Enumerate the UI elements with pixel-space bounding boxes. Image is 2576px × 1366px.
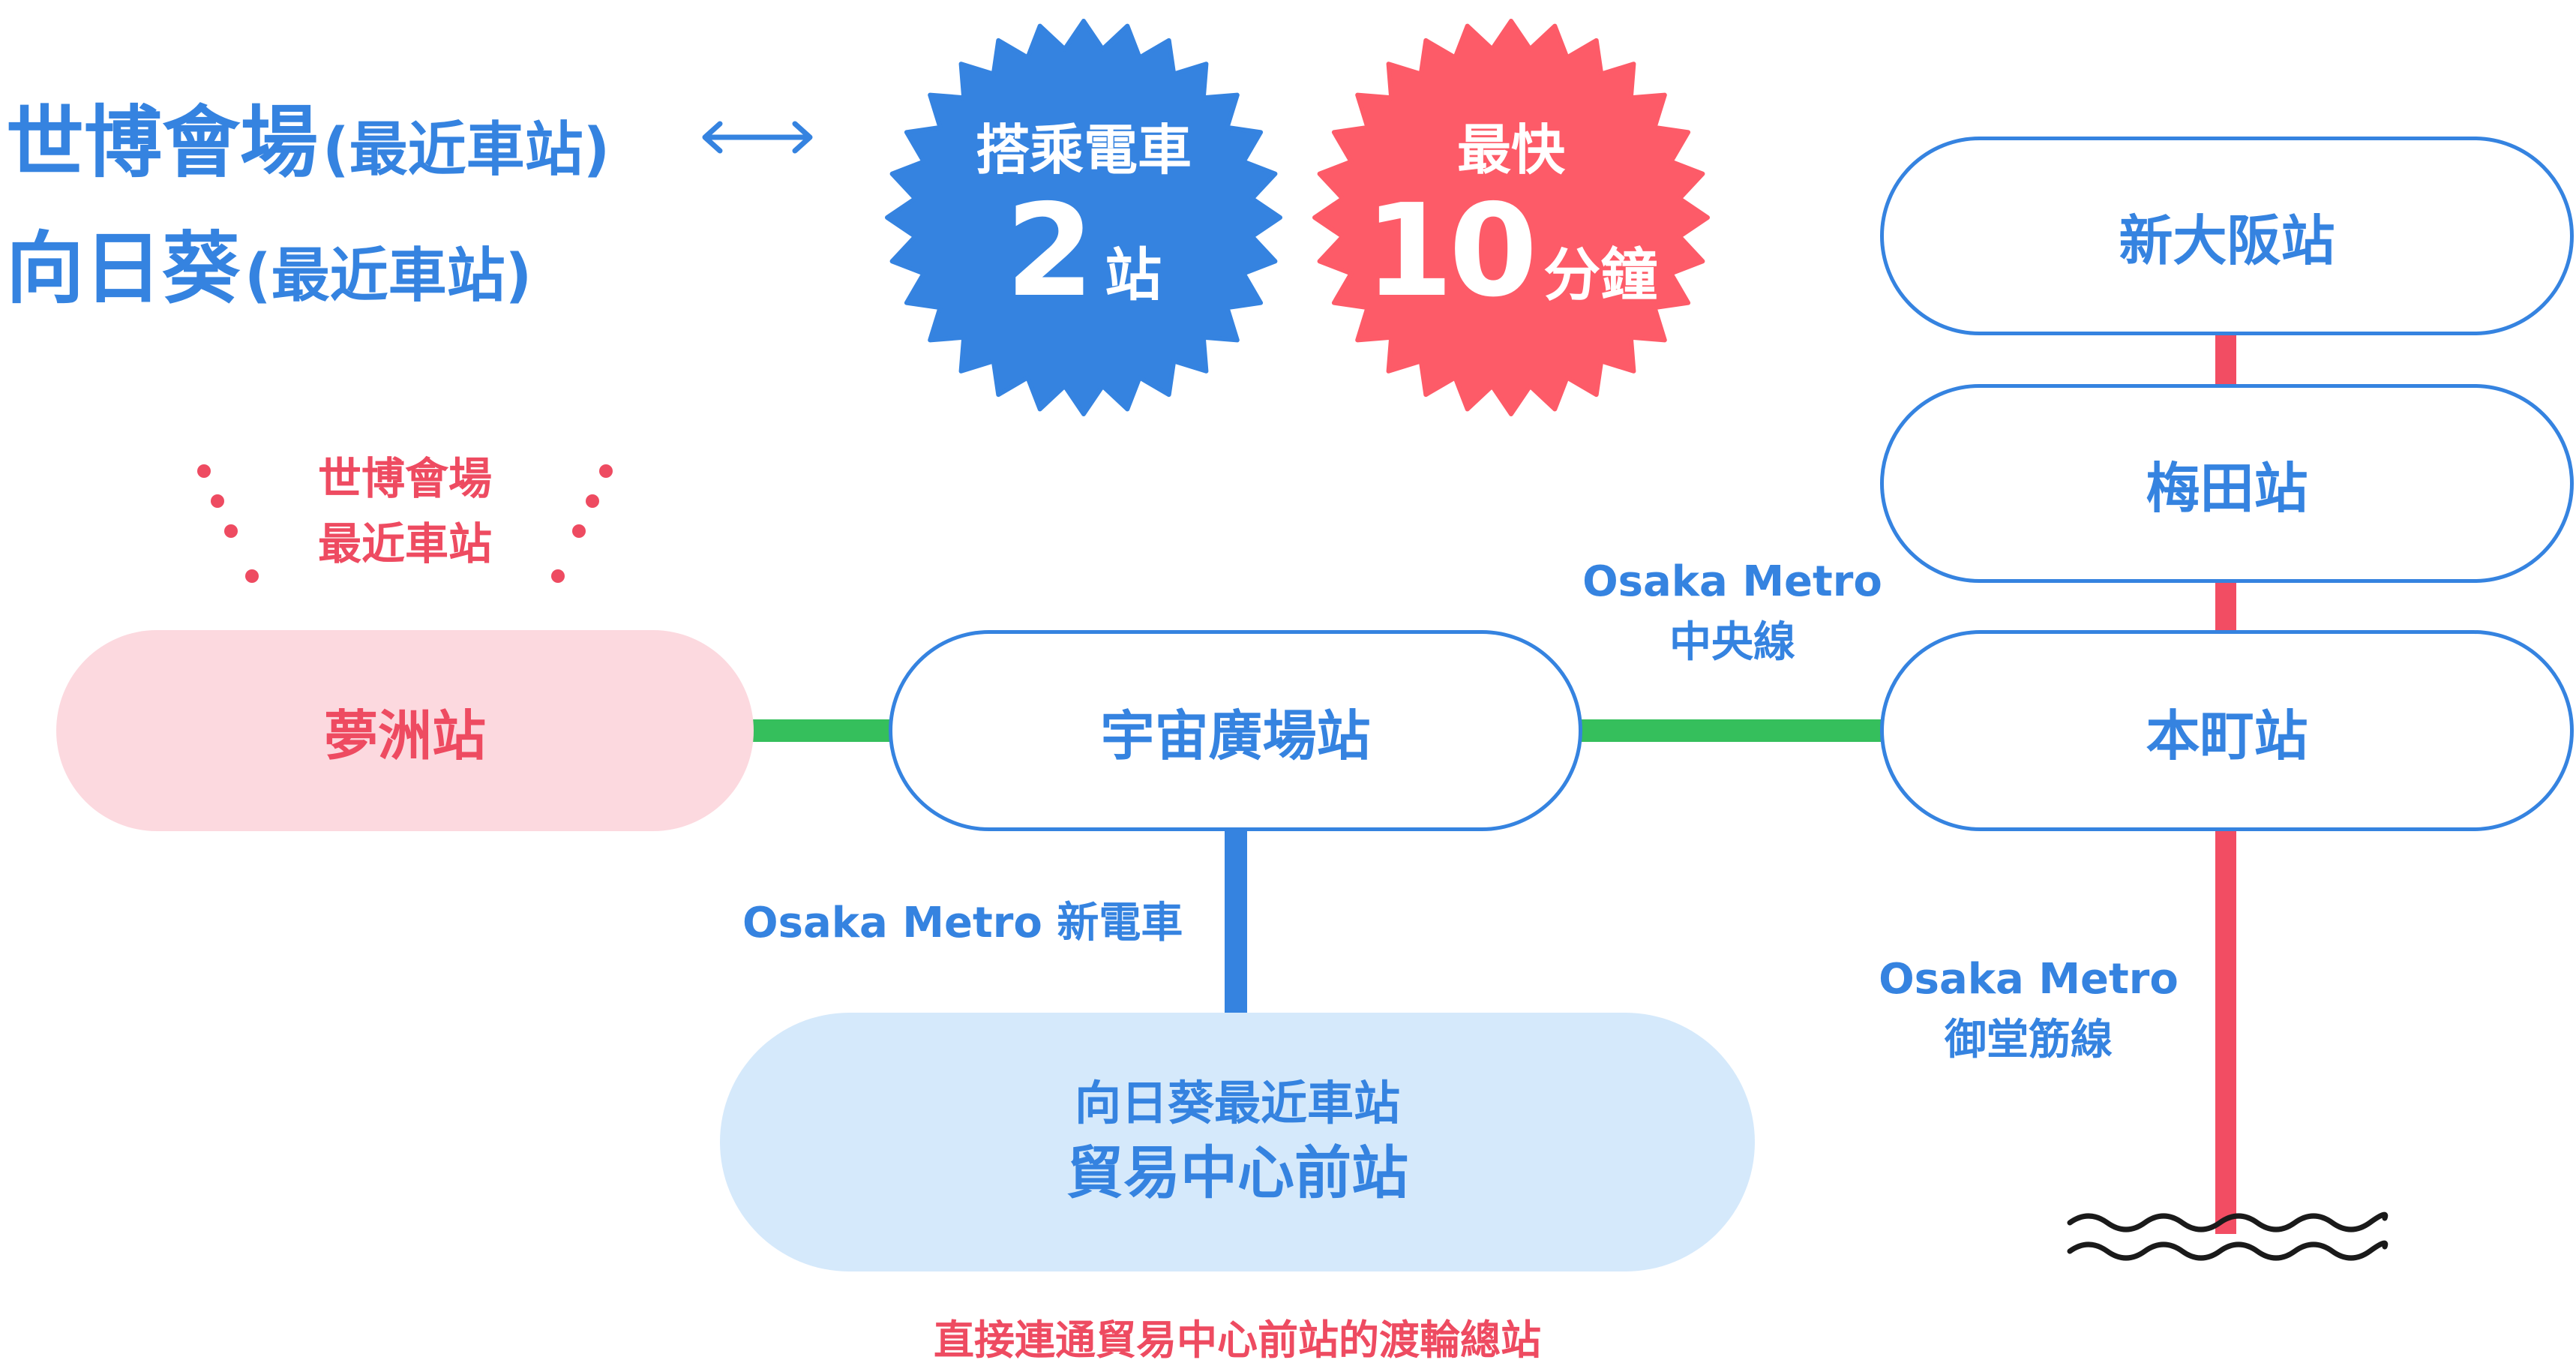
badge-train-number: 2 bbox=[1005, 176, 1095, 326]
line-label-midosuji-name: 御堂筋線 bbox=[1945, 1016, 2113, 1065]
line-label-chuo-name: 中央線 bbox=[1669, 618, 1795, 668]
title-expo-main: 世博會場 bbox=[6, 97, 319, 188]
line-newtram bbox=[1225, 825, 1247, 1028]
line-chuo-cosmosquare-honmachi bbox=[1575, 719, 1890, 742]
title-himawari-paren: (最近車站) bbox=[244, 242, 532, 310]
badge-time-caption: 最快 bbox=[1456, 118, 1565, 182]
title-expo: 世博會場 (最近車站) bbox=[6, 104, 610, 182]
title-expo-paren: (最近車站) bbox=[322, 116, 610, 184]
title-himawari: 向日葵 (最近車站) bbox=[6, 230, 532, 308]
station-cosmosquare-label: 宇宙廣場站 bbox=[1100, 704, 1371, 767]
station-umeda[interactable]: 梅田站 bbox=[1880, 384, 2574, 583]
dotted-ray-right-icon bbox=[551, 464, 613, 583]
badge-time-number: 10 bbox=[1364, 176, 1538, 326]
line-yumeshima-cosmosquare bbox=[746, 719, 896, 742]
dotted-ray-left-icon bbox=[197, 464, 259, 583]
station-umeda-label: 梅田站 bbox=[2146, 457, 2308, 520]
badge-train-stops: 搭乘電車 2 站 bbox=[881, 15, 1286, 420]
title-himawari-main: 向日葵 bbox=[6, 223, 241, 314]
line-label-chuo-operator: Osaka Metro bbox=[1582, 557, 1882, 606]
station-shinosaka-label: 新大阪站 bbox=[2119, 209, 2335, 272]
line-label-chuo: Osaka Metro 中央線 bbox=[1582, 551, 1882, 673]
double-arrow-icon bbox=[702, 121, 813, 154]
station-honmachi[interactable]: 本町站 bbox=[1880, 630, 2574, 831]
badge-train-unit: 站 bbox=[1105, 241, 1162, 308]
line-label-midosuji: Osaka Metro 御堂筋線 bbox=[1879, 949, 2179, 1070]
station-tradecenter[interactable]: 向日葵最近車站 貿易中心前站 bbox=[720, 1013, 1755, 1271]
starburst-shape bbox=[1312, 19, 1710, 416]
station-tradecenter-label: 貿易中心前站 bbox=[1066, 1139, 1408, 1207]
station-tradecenter-caption: 向日葵最近車站 bbox=[1074, 1076, 1400, 1131]
station-yumeshima[interactable]: 夢洲站 bbox=[56, 630, 754, 831]
expo-callout-line1: 世博會場 bbox=[317, 453, 492, 504]
line-midosuji-lower bbox=[2215, 825, 2236, 1234]
badge-fastest-time: 最快 10 分鐘 bbox=[1309, 15, 1714, 420]
starburst-badge-icon bbox=[1312, 19, 1710, 416]
badge-time-unit: 分鐘 bbox=[1543, 241, 1658, 308]
starburst-badge-icon bbox=[885, 19, 1282, 416]
expo-callout: 世博會場 最近車站 bbox=[296, 446, 514, 577]
expo-callout-line2: 最近車站 bbox=[317, 518, 492, 569]
starburst-shape bbox=[885, 19, 1282, 416]
station-yumeshima-label: 夢洲站 bbox=[323, 704, 486, 767]
water-waves-icon bbox=[2067, 1211, 2389, 1261]
line-label-midosuji-operator: Osaka Metro bbox=[1879, 955, 2179, 1004]
badge-train-caption: 搭乘電車 bbox=[975, 118, 1192, 182]
line-label-newtram: Osaka Metro 新電車 bbox=[742, 899, 1183, 947]
station-shinosaka[interactable]: 新大阪站 bbox=[1880, 137, 2574, 335]
ferry-terminal-note: 直接連通貿易中心前站的渡輪總站 bbox=[934, 1316, 1541, 1364]
station-honmachi-label: 本町站 bbox=[2146, 704, 2308, 767]
station-cosmosquare[interactable]: 宇宙廣場站 bbox=[889, 630, 1582, 831]
